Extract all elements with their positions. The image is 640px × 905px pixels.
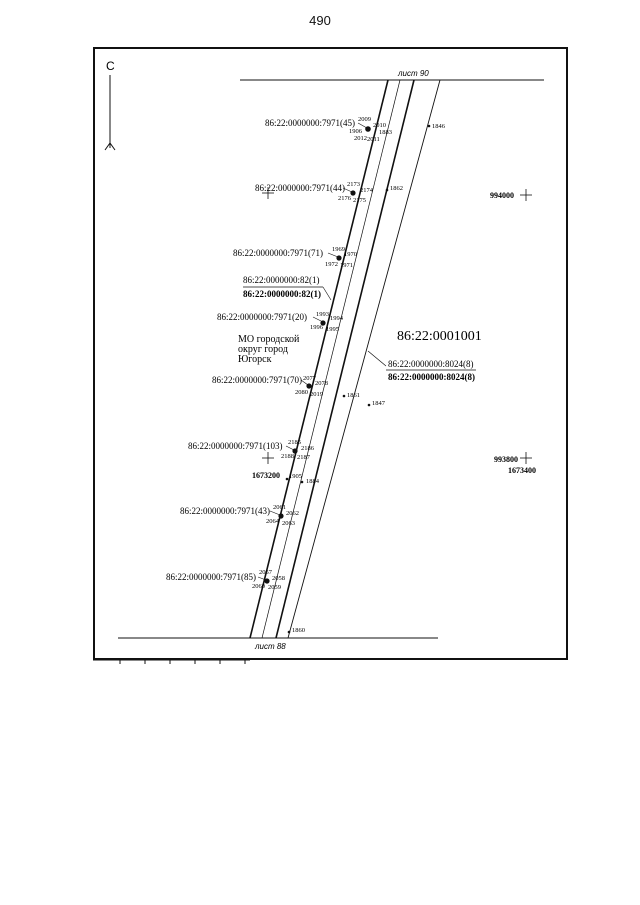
map-frame xyxy=(93,47,568,660)
point-label: 1861 xyxy=(347,392,360,399)
point-label: 2059 xyxy=(268,584,281,591)
sheet-label-top: лист 90 xyxy=(397,69,429,78)
point-label: 2175 xyxy=(353,197,366,204)
parcel-label: 86:22:0000000:7971(103) xyxy=(188,441,283,451)
parcel-label: 86:22:0000000:7971(45) xyxy=(265,118,355,128)
point-label: 2058 xyxy=(272,575,285,582)
parcel-label: 86:22:0000000:7971(43) xyxy=(180,506,270,516)
point-label: 1906 xyxy=(349,128,363,135)
parcel-8024-label: 86:22:0000000:8024(8) xyxy=(388,372,475,382)
point-label: 2077 xyxy=(303,375,317,382)
point-label: 2062 xyxy=(286,510,299,517)
point-label: 2173 xyxy=(347,181,360,188)
coord-label: 1673200 xyxy=(252,471,280,480)
coordinate-crosses xyxy=(262,187,532,464)
point-label: 2174 xyxy=(360,187,374,194)
north-arrow-icon xyxy=(104,75,116,151)
point-label: 1971 xyxy=(340,262,353,269)
vertex-markers xyxy=(264,124,431,634)
coord-label: 1673400 xyxy=(508,466,536,475)
point-label: 1972 xyxy=(325,261,338,268)
point-label: 2188 xyxy=(281,453,294,460)
point-label: 1993 xyxy=(316,311,329,318)
page-number: 490 xyxy=(309,13,331,28)
point-label: 1862 xyxy=(390,185,403,192)
block-number: 86:22:0001001 xyxy=(397,329,482,344)
point-label: 2060 xyxy=(252,583,265,590)
point-label: 2185 xyxy=(288,439,301,446)
parcel-label: 86:22:0000000:7971(70) xyxy=(212,375,302,385)
parcel-label: 86:22:0000000:7971(85) xyxy=(166,572,256,582)
point-label: 2080 xyxy=(295,389,308,396)
point-label: 2187 xyxy=(297,454,311,461)
point-label: 1994 xyxy=(330,315,344,322)
point-label: 2063 xyxy=(282,520,295,527)
point-label: 2010 xyxy=(373,122,386,129)
parcel-label: 86:22:0000000:7971(20) xyxy=(217,312,307,322)
parcel-82-label: 86:22:0000000:82(1) xyxy=(243,289,321,299)
sheet-label-bottom: лист 88 xyxy=(254,642,286,651)
parcel-label: 86:22:0000000:7971(71) xyxy=(233,248,323,258)
point-label: 1996 xyxy=(310,324,324,331)
point-label: 2176 xyxy=(338,195,352,202)
point-label: 2011 xyxy=(367,136,380,143)
corridor-lines xyxy=(249,79,441,639)
point-label: 1883 xyxy=(379,129,392,136)
municipality-label: Югорск xyxy=(238,354,272,365)
point-label: 2078 xyxy=(315,380,328,387)
point-label: 1905 xyxy=(289,473,302,480)
point-label: 1970 xyxy=(344,251,357,258)
parcel-82-label: 86:22:0000000:82(1) xyxy=(243,275,320,285)
point-label: 1969 xyxy=(332,246,345,253)
parcel-label: 86:22:0000000:7971(44) xyxy=(255,183,345,193)
point-label: 2019 xyxy=(310,391,323,398)
municipality-label: округ город xyxy=(238,344,288,355)
point-label: 1860 xyxy=(292,627,305,634)
parcel-8024-leader xyxy=(367,350,387,367)
point-label: 2064 xyxy=(266,518,280,525)
point-label: 1884 xyxy=(306,478,320,485)
municipality-label: МО городской xyxy=(238,334,300,345)
point-label: 2186 xyxy=(301,445,315,452)
parcel-8024-label: 86:22:0000000:8024(8) xyxy=(388,359,474,369)
point-label: 1847 xyxy=(372,400,386,407)
north-label: С xyxy=(106,59,115,73)
coord-label: 994000 xyxy=(490,191,514,200)
point-label: 1846 xyxy=(432,123,446,130)
point-label: 2009 xyxy=(358,116,371,123)
coord-label: 993800 xyxy=(494,455,518,464)
parcel-82-leader xyxy=(322,286,332,301)
scale-ticks xyxy=(93,659,250,664)
point-label: 2012 xyxy=(354,135,367,142)
point-label: 2057 xyxy=(259,569,273,576)
point-label: 2061 xyxy=(273,504,286,511)
point-label: 1995 xyxy=(326,326,339,333)
